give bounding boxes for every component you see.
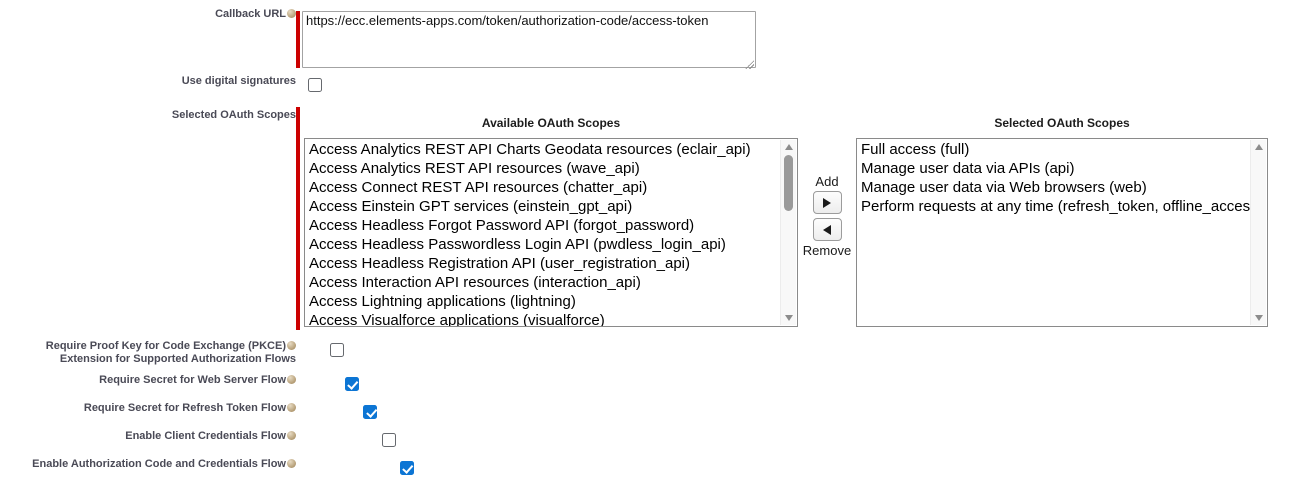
enable-client-credentials-flow-checkbox[interactable] — [381, 433, 396, 447]
scrollbar-thumb[interactable] — [784, 155, 793, 211]
list-item[interactable]: Perform requests at any time (refresh_to… — [861, 198, 1250, 215]
pkce-label-line1: Require Proof Key for Code Exchange (PKC… — [45, 340, 286, 352]
list-item[interactable]: Access Headless Forgot Password API (for… — [309, 217, 695, 234]
help-icon[interactable] — [287, 9, 296, 18]
add-button[interactable] — [812, 191, 842, 214]
list-item[interactable]: Manage user data via APIs (api) — [861, 160, 1075, 177]
require-secret-refresh-token-flow-checkbox[interactable] — [363, 405, 378, 419]
left-arrow-icon — [823, 224, 831, 235]
callback-url-label-text: Callback URL — [215, 8, 286, 20]
scrollbar[interactable] — [780, 140, 796, 325]
list-item[interactable]: Full access (full) — [861, 141, 970, 158]
remove-button[interactable] — [812, 218, 842, 241]
pkce-label: Require Proof Key for Code Exchange (PKC… — [0, 340, 296, 366]
scroll-up-icon[interactable] — [1251, 140, 1266, 154]
available-scopes-column: Available OAuth Scopes Access Analytics … — [304, 114, 798, 327]
list-item[interactable]: Access Lightning applications (lightning… — [309, 293, 576, 310]
list-item[interactable]: Access Einstein GPT services (einstein_g… — [309, 198, 633, 215]
selected-oauth-scopes-label-text: Selected OAuth Scopes — [171, 109, 296, 121]
help-icon[interactable] — [287, 459, 296, 468]
selected-scopes-header: Selected OAuth Scopes — [994, 116, 1130, 130]
selected-scopes-column: Selected OAuth Scopes Full access (full)… — [856, 114, 1268, 327]
help-icon[interactable] — [287, 375, 296, 384]
require-secret-refresh-token-flow-label-text: Require Secret for Refresh Token Flow — [83, 402, 286, 414]
use-digital-signatures-label: Use digital signatures — [0, 75, 296, 88]
enable-auth-code-credentials-flow-label-text: Enable Authorization Code and Credential… — [32, 458, 286, 470]
list-item[interactable]: Access Headless Passwordless Login API (… — [309, 236, 726, 253]
available-scopes-header: Available OAuth Scopes — [481, 116, 621, 130]
required-indicator — [296, 11, 300, 68]
require-secret-refresh-token-flow-label: Require Secret for Refresh Token Flow — [0, 402, 296, 415]
enable-client-credentials-flow-label: Enable Client Credentials Flow — [0, 430, 296, 443]
enable-auth-code-credentials-flow-checkbox[interactable] — [400, 461, 415, 475]
enable-client-credentials-flow-label-text: Enable Client Credentials Flow — [125, 430, 286, 442]
selected-oauth-scopes-label: Selected OAuth Scopes — [0, 109, 296, 122]
require-secret-web-server-flow-label-text: Require Secret for Web Server Flow — [99, 374, 286, 386]
use-digital-signatures-label-text: Use digital signatures — [181, 75, 296, 87]
help-icon[interactable] — [287, 431, 296, 440]
list-item[interactable]: Access Connect REST API resources (chatt… — [309, 179, 648, 196]
list-item[interactable]: Access Interaction API resources (intera… — [309, 274, 641, 291]
list-item[interactable]: Access Analytics REST API resources (wav… — [309, 160, 640, 177]
list-item[interactable]: Manage user data via Web browsers (web) — [861, 179, 1147, 196]
add-remove-column: Add Remove — [798, 114, 856, 258]
list-item[interactable]: Access Analytics REST API Charts Geodata… — [309, 141, 751, 158]
oauth-scopes-duallist: Available OAuth Scopes Access Analytics … — [304, 114, 1268, 327]
scroll-down-icon[interactable] — [781, 311, 796, 325]
help-icon[interactable] — [287, 403, 296, 412]
list-item[interactable]: Access Visualforce applications (visualf… — [309, 312, 605, 327]
required-indicator — [296, 107, 300, 330]
add-label: Add — [815, 174, 839, 189]
pkce-label-line2: Extension for Supported Authorization Fl… — [59, 353, 296, 365]
require-secret-web-server-flow-label: Require Secret for Web Server Flow — [0, 374, 296, 387]
selected-scopes-listbox[interactable]: Full access (full) Manage user data via … — [856, 138, 1268, 327]
callback-url-label: Callback URL — [0, 8, 296, 21]
scrollbar[interactable] — [1250, 140, 1266, 325]
available-scopes-listbox[interactable]: Access Analytics REST API Charts Geodata… — [304, 138, 798, 327]
list-item[interactable]: Access Headless Registration API (user_r… — [309, 255, 691, 272]
callback-url-field-wrap: https://ecc.elements-apps.com/token/auth… — [302, 11, 756, 73]
right-arrow-icon — [823, 197, 831, 208]
require-secret-web-server-flow-checkbox[interactable] — [344, 377, 359, 391]
scroll-down-icon[interactable] — [1251, 311, 1266, 325]
enable-auth-code-credentials-flow-label: Enable Authorization Code and Credential… — [0, 458, 296, 471]
help-icon[interactable] — [287, 341, 296, 350]
scroll-up-icon[interactable] — [781, 140, 796, 154]
use-digital-signatures-checkbox[interactable] — [308, 78, 322, 92]
callback-url-input[interactable]: https://ecc.elements-apps.com/token/auth… — [302, 11, 756, 68]
remove-label: Remove — [802, 243, 852, 258]
pkce-checkbox[interactable] — [330, 343, 345, 357]
